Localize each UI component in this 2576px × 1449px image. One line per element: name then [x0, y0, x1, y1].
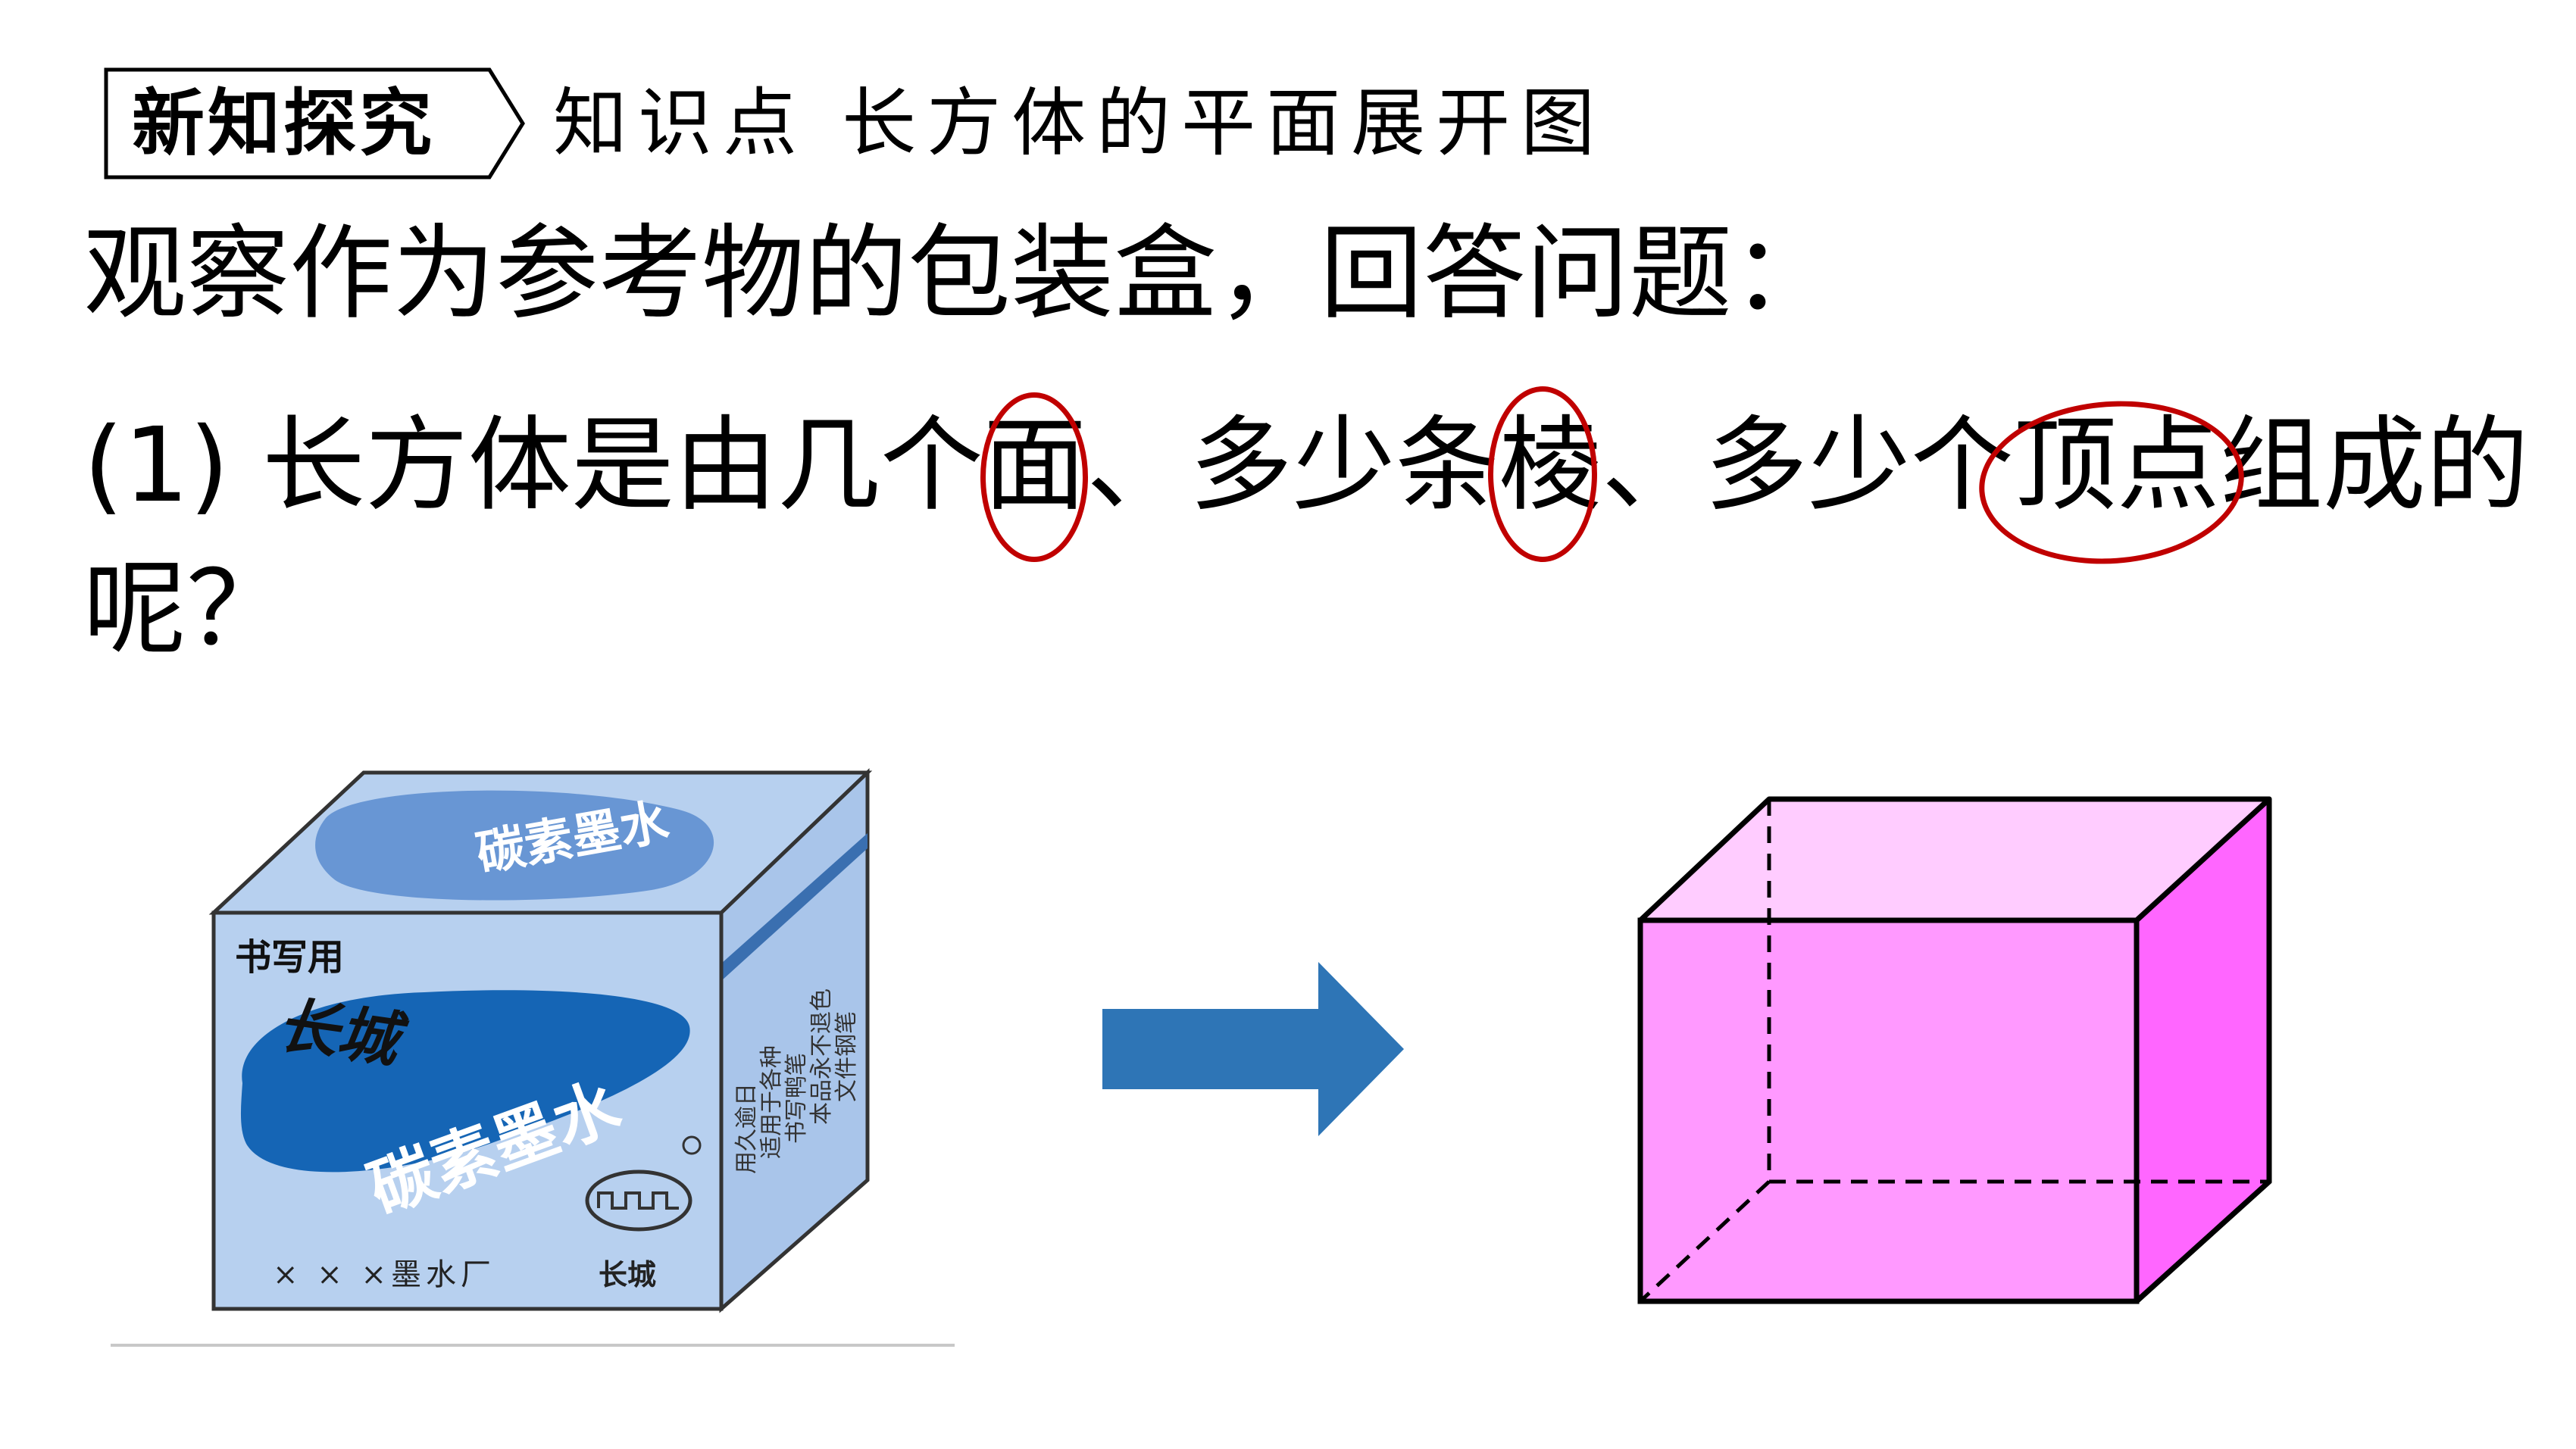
- cuboid-front-outline: [1637, 917, 2140, 1304]
- brand-logo-icon: [585, 1170, 692, 1232]
- side-text-2: 书写鸭笔: [783, 1053, 810, 1144]
- side-text-1: 适用于各种: [758, 1045, 785, 1159]
- right-arrow-icon: [1102, 962, 1405, 1139]
- highlight-face: 面: [980, 392, 1088, 562]
- tag-label: 新知探究: [132, 80, 435, 166]
- highlight-edge: 棱: [1487, 386, 1602, 562]
- edge-word: 棱: [1498, 406, 1602, 526]
- cuboid-hidden-edges: [1639, 799, 2269, 1303]
- subtitle-text: 书写用: [235, 936, 344, 979]
- ink-box-illustration: 碳素墨水 用久逾日 适用于各种 书写鸭笔 本品永不退色 文件钢笔 书写用 长城 …: [106, 765, 977, 1363]
- vertex-word: 顶点: [2013, 406, 2220, 526]
- front-label-blob: [240, 990, 690, 1173]
- logo-wall-mark: [597, 1191, 679, 1210]
- top-label-blob: [315, 790, 714, 901]
- side-stripe: [721, 833, 868, 981]
- brand-bottom-text: 长城: [599, 1257, 656, 1291]
- tag-frame: [104, 67, 525, 180]
- question-part4: 组成的: [2219, 406, 2529, 526]
- page-heading: 观察作为参考物的包装盒，回答问题：: [83, 214, 1835, 334]
- question-line-1: (1) 长方体是由几个面、多少条棱、多少个顶点组成的: [83, 386, 2529, 573]
- topic-title: 知识点 长方体的平面展开图: [553, 80, 1606, 167]
- question-part3: 、多少个: [1601, 406, 2014, 526]
- side-text-group: 用久逾日 适用于各种 书写鸭笔 本品永不退色 文件钢笔: [733, 988, 860, 1174]
- factory-text: × × ×墨水厂: [273, 1257, 496, 1292]
- cuboid-side-outline: [2134, 799, 2272, 1304]
- question-part2: 、多少条: [1086, 406, 1499, 526]
- side-text-0: 用久逾日: [733, 1083, 760, 1174]
- highlight-vertex: 顶点: [1973, 392, 2249, 573]
- question-text: (1) 长方体是由几个面、多少条棱、多少个顶点组成的 呢？: [83, 386, 2529, 682]
- section-tag: 新知探究: [103, 67, 527, 180]
- cuboid-diagram: [1629, 784, 2288, 1332]
- question-line-2: 呢？: [83, 550, 289, 670]
- face-word: 面: [983, 406, 1086, 526]
- side-text-4: 文件钢笔: [833, 1011, 860, 1102]
- registered-mark-icon: [682, 1135, 702, 1155]
- cuboid-front-face: [1637, 917, 2140, 1304]
- question-prefix: (1) 长方体是由几个: [83, 406, 983, 526]
- side-text-3: 本品永不退色: [808, 988, 835, 1125]
